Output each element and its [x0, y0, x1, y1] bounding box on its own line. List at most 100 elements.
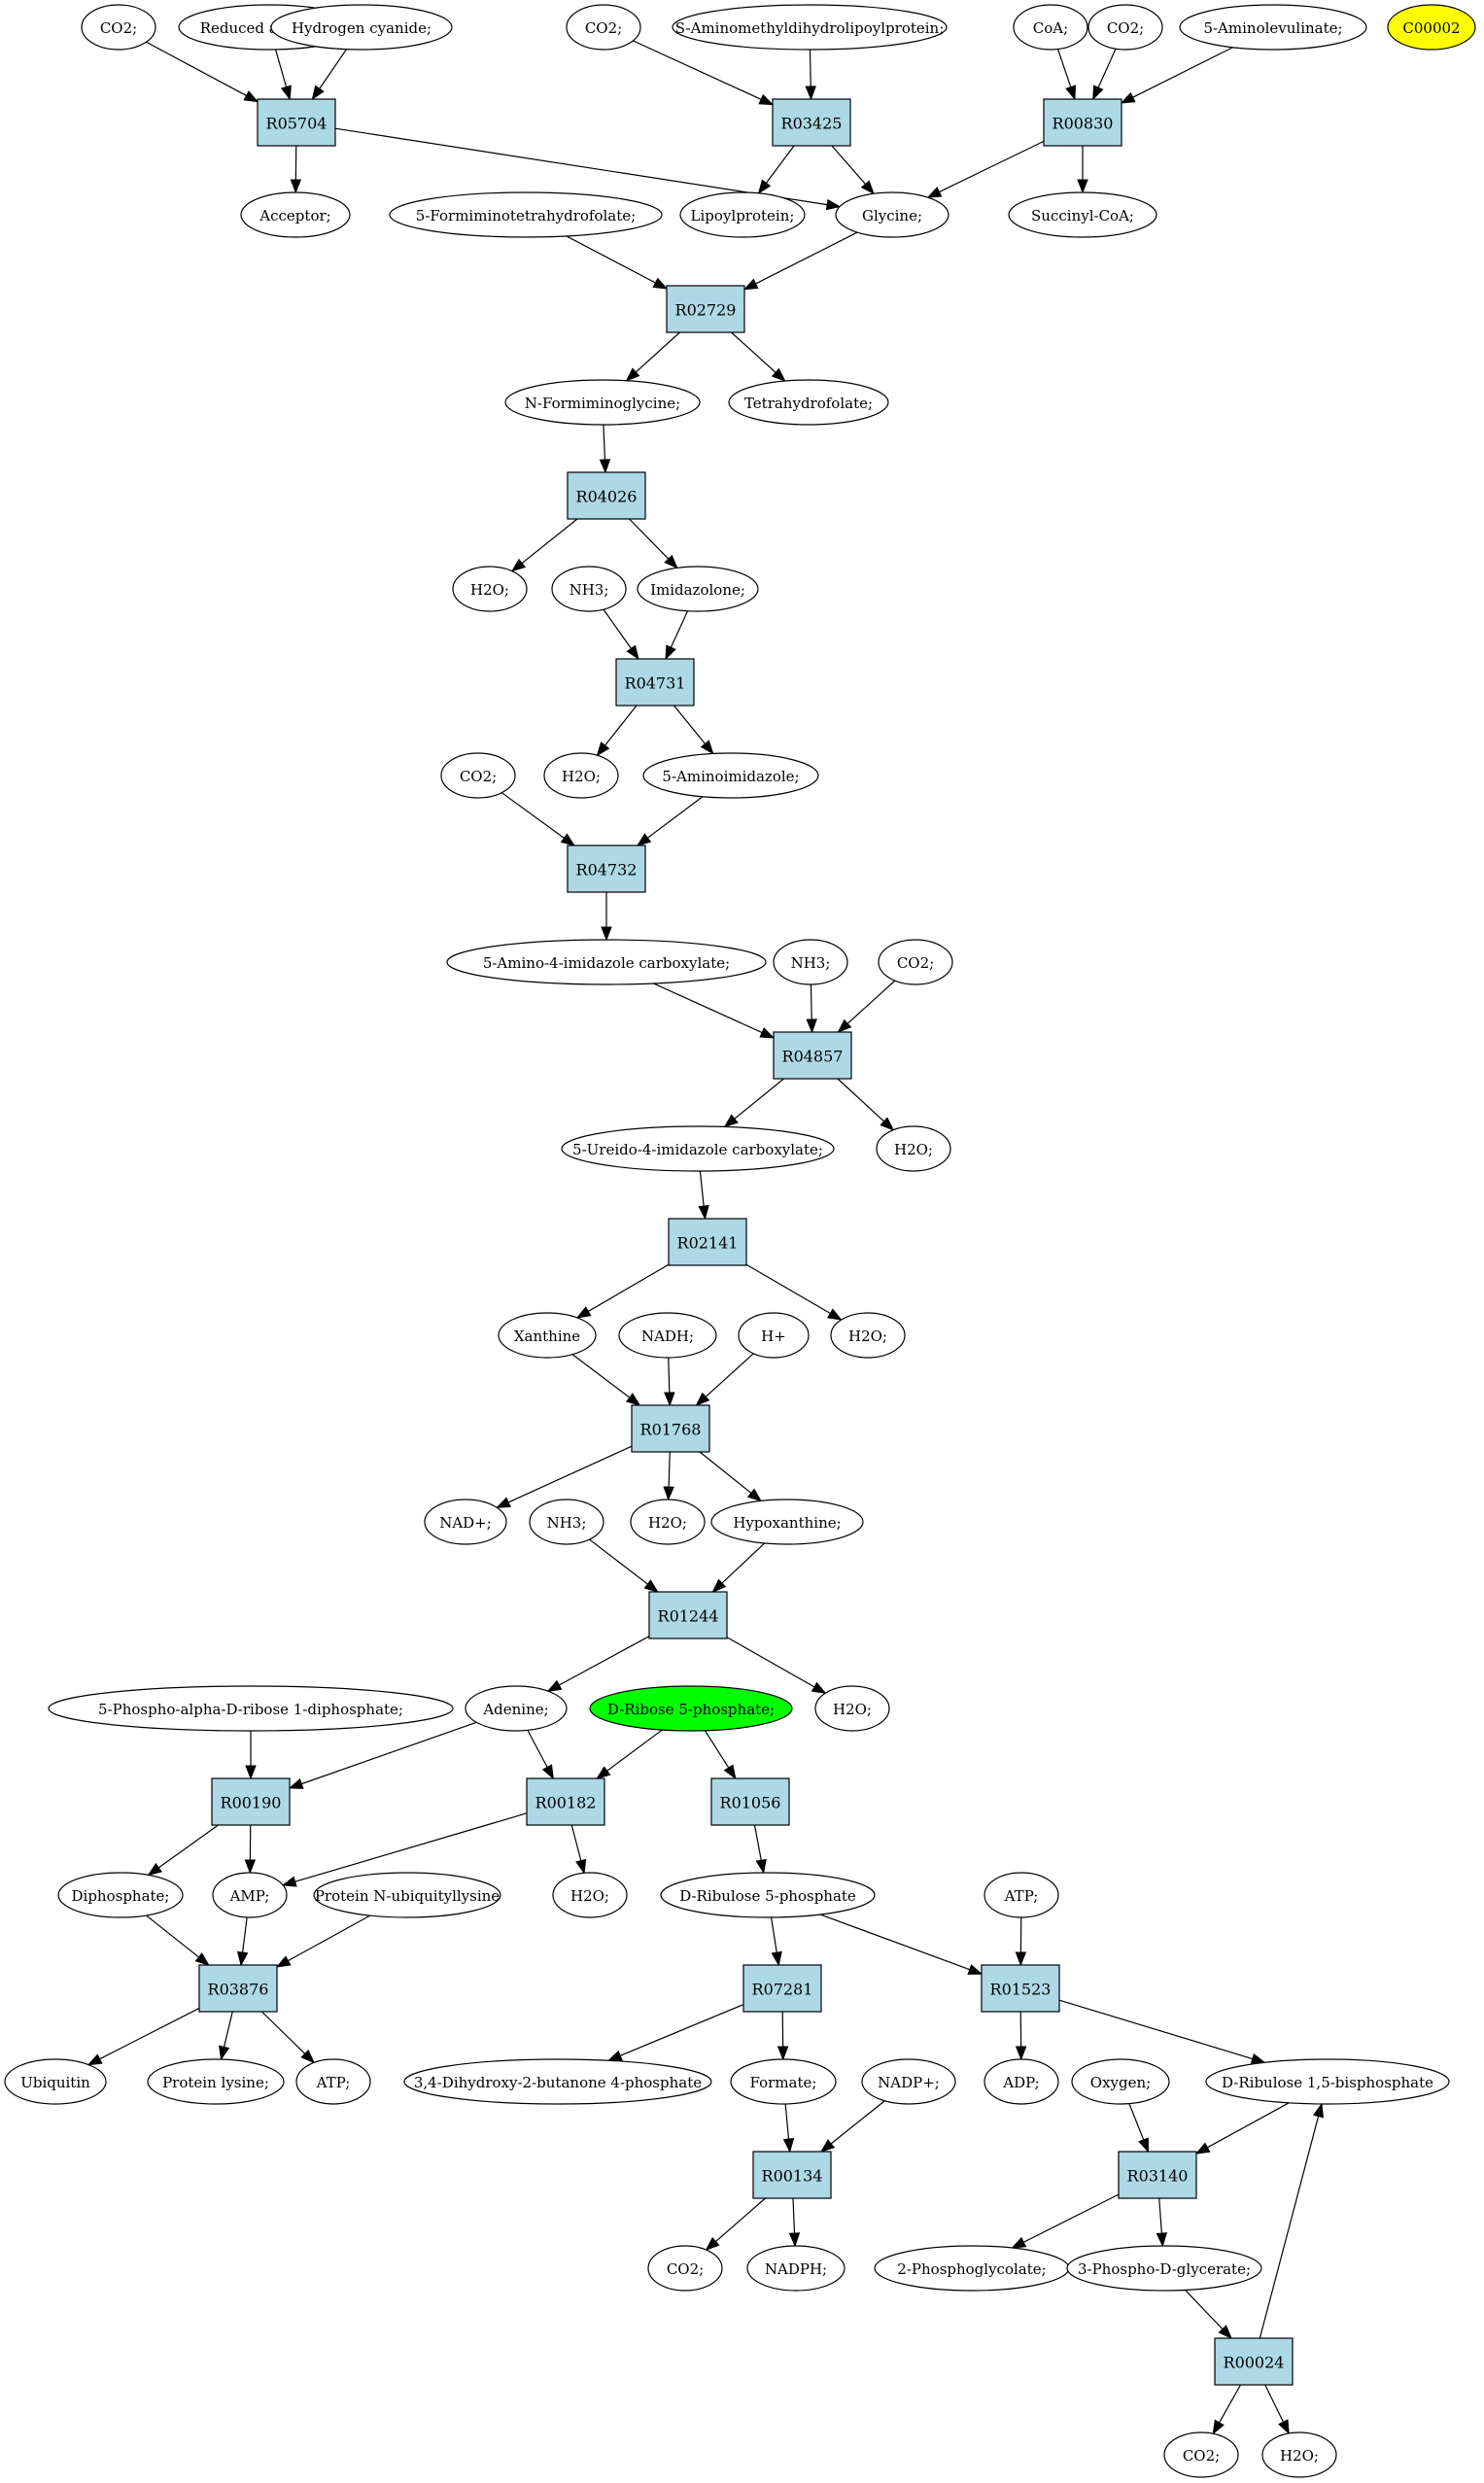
- reaction-node-R00134[interactable]: R00134: [752, 2151, 832, 2199]
- compound-node-pglycolate[interactable]: 2-Phosphoglycolate;: [874, 2245, 1070, 2292]
- edge-ala-to-R00830: [1120, 47, 1233, 104]
- compound-node-coa[interactable]: CoA;: [1013, 4, 1088, 51]
- edge-aminoimid-to-R04732: [636, 796, 704, 846]
- compound-node-amp[interactable]: AMP;: [212, 1872, 288, 1918]
- compound-node-nh3_a[interactable]: NH3;: [551, 566, 627, 612]
- compound-node-imidazolone[interactable]: Imidazolone;: [637, 566, 759, 612]
- compound-label: CO2;: [460, 768, 497, 785]
- compound-node-co2_e[interactable]: CO2;: [878, 939, 953, 985]
- compound-node-h2o_e[interactable]: H2O;: [630, 1499, 706, 1545]
- reaction-node-R07281[interactable]: R07281: [742, 1964, 822, 2013]
- edge-co2_c-to-R00830: [1092, 48, 1117, 101]
- compound-node-c00002[interactable]: C00002: [1387, 4, 1476, 51]
- edge-R00024-to-co2_g: [1212, 2384, 1242, 2435]
- compound-node-pnu[interactable]: Protein N-ubiquityllysine: [313, 1872, 501, 1918]
- compound-node-diphos[interactable]: Diphosphate;: [57, 1872, 184, 1918]
- reaction-label: R02729: [675, 301, 737, 320]
- reaction-label: R01244: [658, 1607, 719, 1626]
- compound-label: NH3;: [547, 1514, 587, 1532]
- compound-node-co2_f[interactable]: CO2;: [647, 2245, 723, 2292]
- reaction-label: R00024: [1224, 2354, 1285, 2372]
- reaction-node-R03425[interactable]: R03425: [772, 98, 851, 147]
- compound-node-co2_g[interactable]: CO2;: [1163, 2431, 1239, 2478]
- compound-node-nadh[interactable]: NADH;: [618, 1312, 717, 1359]
- compound-label: CO2;: [100, 19, 137, 37]
- compound-node-nadplus[interactable]: NAD+;: [424, 1499, 507, 1545]
- compound-node-co2_b[interactable]: CO2;: [566, 4, 641, 51]
- reaction-node-R05704[interactable]: R05704: [257, 98, 336, 147]
- compound-node-nfg[interactable]: N-Formiminoglycine;: [504, 379, 701, 426]
- compound-node-nh3_b[interactable]: NH3;: [773, 939, 848, 985]
- compound-node-glycine[interactable]: Glycine;: [835, 191, 949, 238]
- reaction-node-R01056[interactable]: R01056: [710, 1777, 790, 1826]
- compound-node-atp_a[interactable]: ATP;: [984, 1872, 1059, 1918]
- compound-node-hypox[interactable]: Hypoxanthine;: [710, 1499, 864, 1545]
- reaction-node-R04732[interactable]: R04732: [567, 845, 646, 893]
- compound-node-prpp[interactable]: 5-Phospho-alpha-D-ribose 1-diphosphate;: [48, 1685, 454, 1732]
- compound-node-hcn[interactable]: Hydrogen cyanide;: [270, 4, 453, 51]
- reaction-node-R00182[interactable]: R00182: [526, 1777, 605, 1826]
- compound-node-r5p[interactable]: D-Ribose 5-phosphate;: [589, 1685, 793, 1732]
- compound-node-h2o_b[interactable]: H2O;: [543, 752, 619, 799]
- compound-node-nh3_c[interactable]: NH3;: [529, 1499, 604, 1545]
- compound-node-fthf[interactable]: 5-Formiminotetrahydrofolate;: [389, 191, 663, 238]
- compound-node-ala[interactable]: 5-Aminolevulinate;: [1179, 4, 1367, 51]
- edge-R03425-to-glycine: [831, 145, 875, 195]
- reaction-node-R02141[interactable]: R02141: [668, 1218, 747, 1266]
- compound-node-h2o_a[interactable]: H2O;: [452, 566, 528, 612]
- compound-label: Xanthine: [514, 1328, 580, 1345]
- compound-node-samdl[interactable]: S-Aminomethyldihydrolipoylprotein;: [672, 4, 948, 51]
- compound-node-ru5p[interactable]: D-Ribulose 5-phosphate: [660, 1872, 876, 1918]
- reaction-node-R04731[interactable]: R04731: [615, 658, 695, 707]
- edge-R00182-to-h2o_g: [570, 1824, 587, 1875]
- reaction-node-R00024[interactable]: R00024: [1214, 2337, 1294, 2386]
- compound-label: CO2;: [1183, 2447, 1220, 2465]
- compound-node-aic[interactable]: 5-Amino-4-imidazole carboxylate;: [446, 939, 767, 985]
- edge-red_acc-to-R05704: [274, 49, 292, 101]
- compound-node-hplus[interactable]: H+: [738, 1312, 810, 1359]
- compound-node-oxygen[interactable]: Oxygen;: [1071, 2058, 1170, 2105]
- edge-R01244-to-h2o_f: [726, 1637, 827, 1694]
- compound-node-h2o_d[interactable]: H2O;: [830, 1312, 906, 1359]
- compound-node-h2o_c[interactable]: H2O;: [876, 1125, 951, 1172]
- reaction-label: R03425: [781, 115, 843, 133]
- compound-node-pga[interactable]: 3-Phospho-D-glycerate;: [1066, 2245, 1262, 2292]
- reaction-node-R01768[interactable]: R01768: [631, 1404, 710, 1453]
- compound-node-rubp[interactable]: D-Ribulose 1,5-bisphosphate: [1205, 2058, 1450, 2105]
- reaction-node-R04857[interactable]: R04857: [773, 1031, 852, 1080]
- reaction-node-R04026[interactable]: R04026: [567, 471, 646, 520]
- compound-label: Hydrogen cyanide;: [292, 19, 431, 37]
- compound-node-xanthine[interactable]: Xanthine: [498, 1312, 597, 1359]
- compound-node-thf[interactable]: Tetrahydrofolate;: [728, 379, 889, 426]
- edge-R01768-to-nadplus: [496, 1445, 633, 1508]
- compound-node-co2_a[interactable]: CO2;: [81, 4, 156, 51]
- compound-node-ubiq[interactable]: Ubiquitin: [4, 2058, 107, 2105]
- compound-node-lipoyl[interactable]: Lipoylprotein;: [679, 191, 806, 238]
- compound-node-uic[interactable]: 5-Ureido-4-imidazole carboxylate;: [561, 1125, 835, 1172]
- edge-pnu-to-R03876: [275, 1914, 371, 1968]
- compound-node-h2o_f[interactable]: H2O;: [814, 1685, 890, 1732]
- compound-node-nadpplus[interactable]: NADP+;: [861, 2058, 956, 2105]
- reaction-node-R02729[interactable]: R02729: [666, 285, 745, 333]
- reaction-node-R01244[interactable]: R01244: [648, 1591, 728, 1639]
- compound-node-nadph[interactable]: NADPH;: [746, 2245, 846, 2292]
- compound-node-plys[interactable]: Protein lysine;: [147, 2058, 285, 2105]
- reaction-node-R01523[interactable]: R01523: [981, 1964, 1060, 2013]
- compound-label: H+: [761, 1328, 786, 1345]
- reaction-node-R00830[interactable]: R00830: [1043, 98, 1122, 147]
- compound-node-formate[interactable]: Formate;: [730, 2058, 837, 2105]
- compound-node-co2_d[interactable]: CO2;: [440, 752, 516, 799]
- compound-node-acceptor[interactable]: Acceptor;: [240, 191, 351, 238]
- compound-node-h2o_g[interactable]: H2O;: [552, 1872, 628, 1918]
- compound-node-succoa[interactable]: Succinyl-CoA;: [1008, 191, 1157, 238]
- compound-node-dhbp[interactable]: 3,4-Dihydroxy-2-butanone 4-phosphate: [403, 2058, 712, 2105]
- compound-node-aminoimid[interactable]: 5-Aminoimidazole;: [642, 752, 819, 799]
- reaction-node-R03876[interactable]: R03876: [198, 1964, 278, 2013]
- compound-node-h2o_h[interactable]: H2O;: [1261, 2431, 1337, 2478]
- compound-node-atp_b[interactable]: ATP;: [295, 2058, 371, 2105]
- compound-node-co2_c[interactable]: CO2;: [1087, 4, 1163, 51]
- compound-node-adenine[interactable]: Adenine;: [465, 1685, 568, 1732]
- compound-node-adp[interactable]: ADP;: [984, 2058, 1059, 2105]
- reaction-node-R03140[interactable]: R03140: [1118, 2151, 1197, 2199]
- reaction-node-R00190[interactable]: R00190: [211, 1777, 291, 1826]
